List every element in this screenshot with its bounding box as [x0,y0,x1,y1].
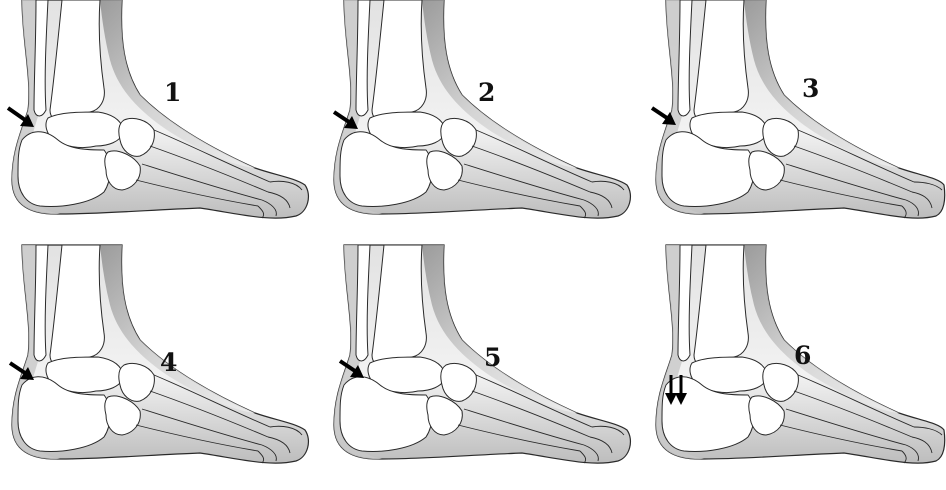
panel-6: 6 [644,245,946,490]
panel-number: 3 [802,76,819,101]
panel-number: 6 [794,343,811,368]
fibula-bone [34,0,48,116]
panel-number: 2 [478,80,495,105]
foot-illustration [0,245,315,490]
fibula-bone [678,245,692,361]
fibula-bone [356,0,370,116]
foot-illustration [644,0,946,245]
panel-2: 2 [322,0,637,245]
fibula-bone [34,245,48,361]
panel-3: 3 [644,0,946,245]
panel-1: 1 [0,0,315,245]
foot-illustration [0,0,315,245]
fibula-bone [356,245,370,361]
panel-number: 5 [484,345,501,370]
panel-number: 4 [160,350,177,375]
panel-number: 1 [164,80,181,105]
fibula-bone [678,0,692,116]
foot-illustration [322,0,637,245]
panel-4: 4 [0,245,315,490]
panel-5: 5 [322,245,637,490]
foot-illustration [322,245,637,490]
